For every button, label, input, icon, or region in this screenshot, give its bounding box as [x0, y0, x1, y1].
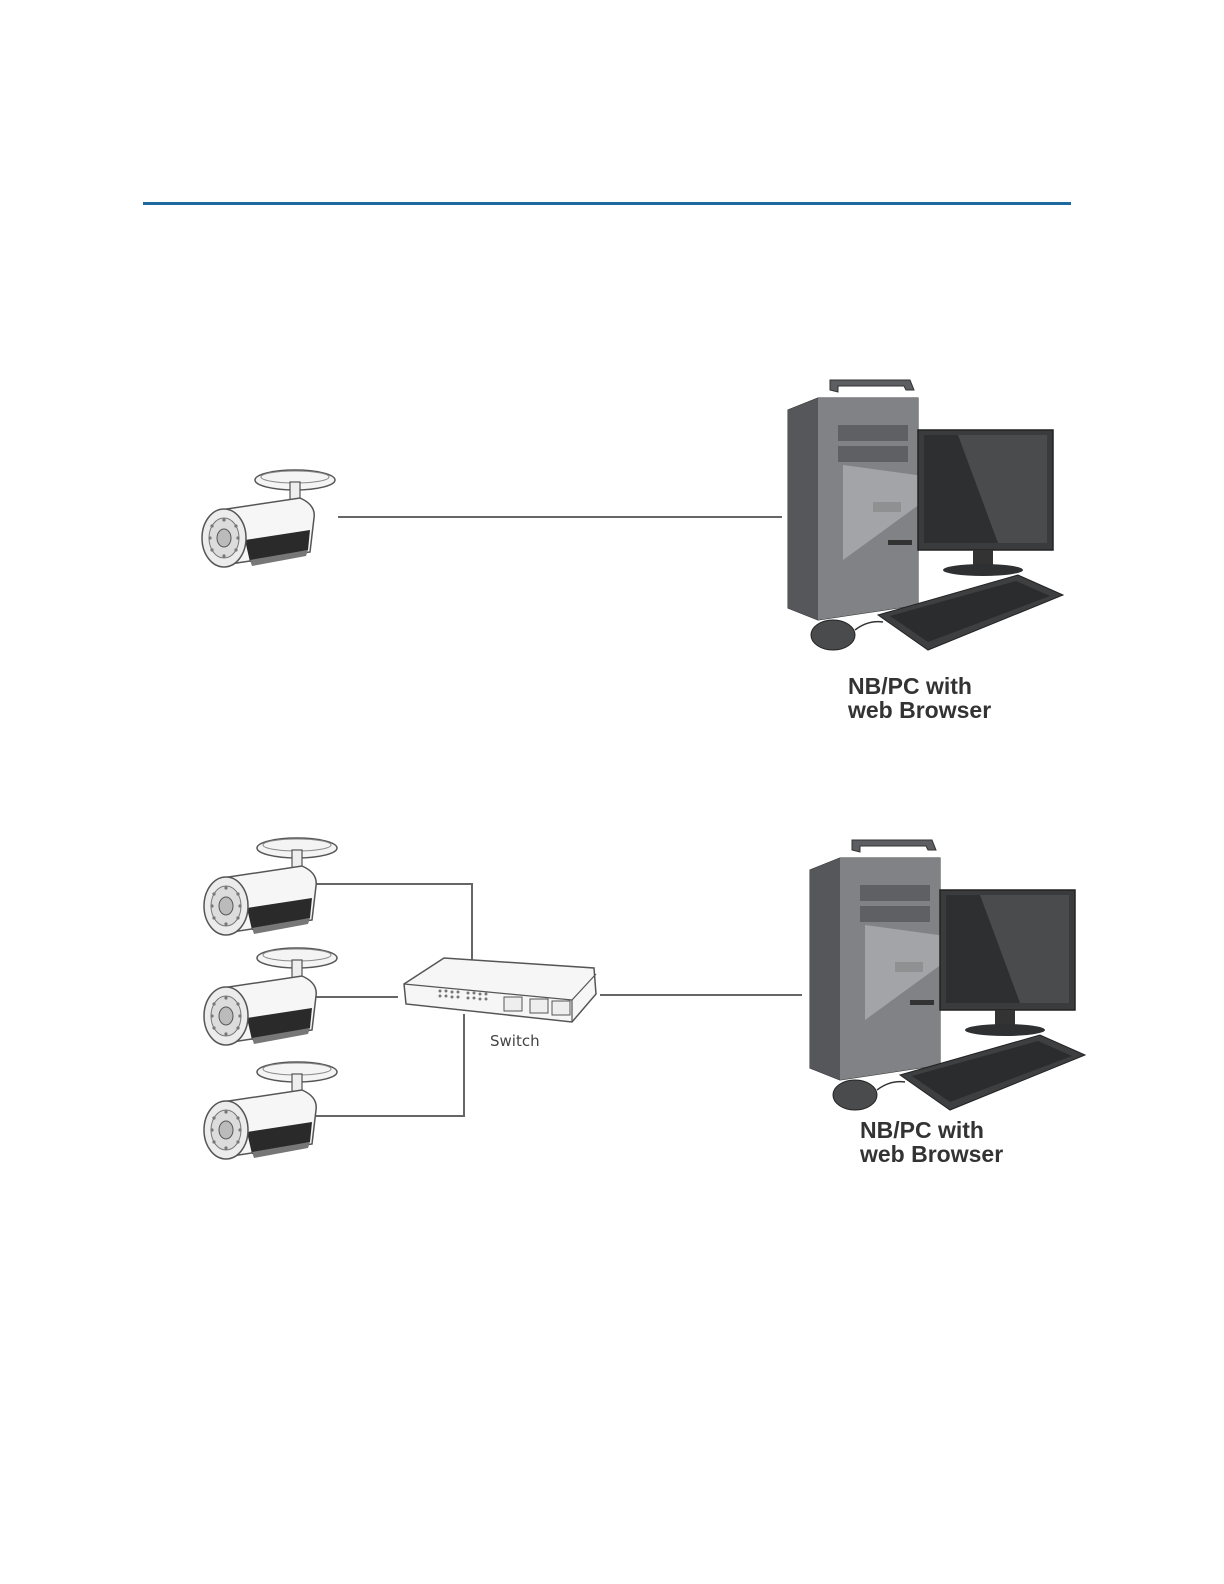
diagram-direct-svg [0, 360, 1224, 730]
pc-label: NB/PC with web Browser [848, 674, 991, 722]
bullet-camera-icon [204, 838, 337, 935]
diagram-direct-connection: NB/PC with web Browser [0, 360, 1224, 730]
network-switch-icon [404, 958, 596, 1022]
connection-line [310, 1014, 464, 1116]
diagram-switch-connection: Switch NB/PC with web Browser [0, 820, 1224, 1180]
bullet-camera-icon [202, 470, 335, 567]
header-rule [143, 202, 1071, 205]
pc-label-line1: NB/PC with [860, 1118, 1003, 1142]
bullet-camera-icon [204, 1062, 337, 1159]
pc-label-line1: NB/PC with [848, 674, 991, 698]
pc-label-line2: web Browser [860, 1142, 1003, 1166]
pc-label: NB/PC with web Browser [860, 1118, 1003, 1166]
desktop-pc-icon [810, 840, 1085, 1110]
switch-label: Switch [490, 1032, 540, 1050]
pc-label-line2: web Browser [848, 698, 991, 722]
desktop-pc-icon [788, 380, 1063, 650]
diagram-switch-svg [0, 820, 1224, 1180]
